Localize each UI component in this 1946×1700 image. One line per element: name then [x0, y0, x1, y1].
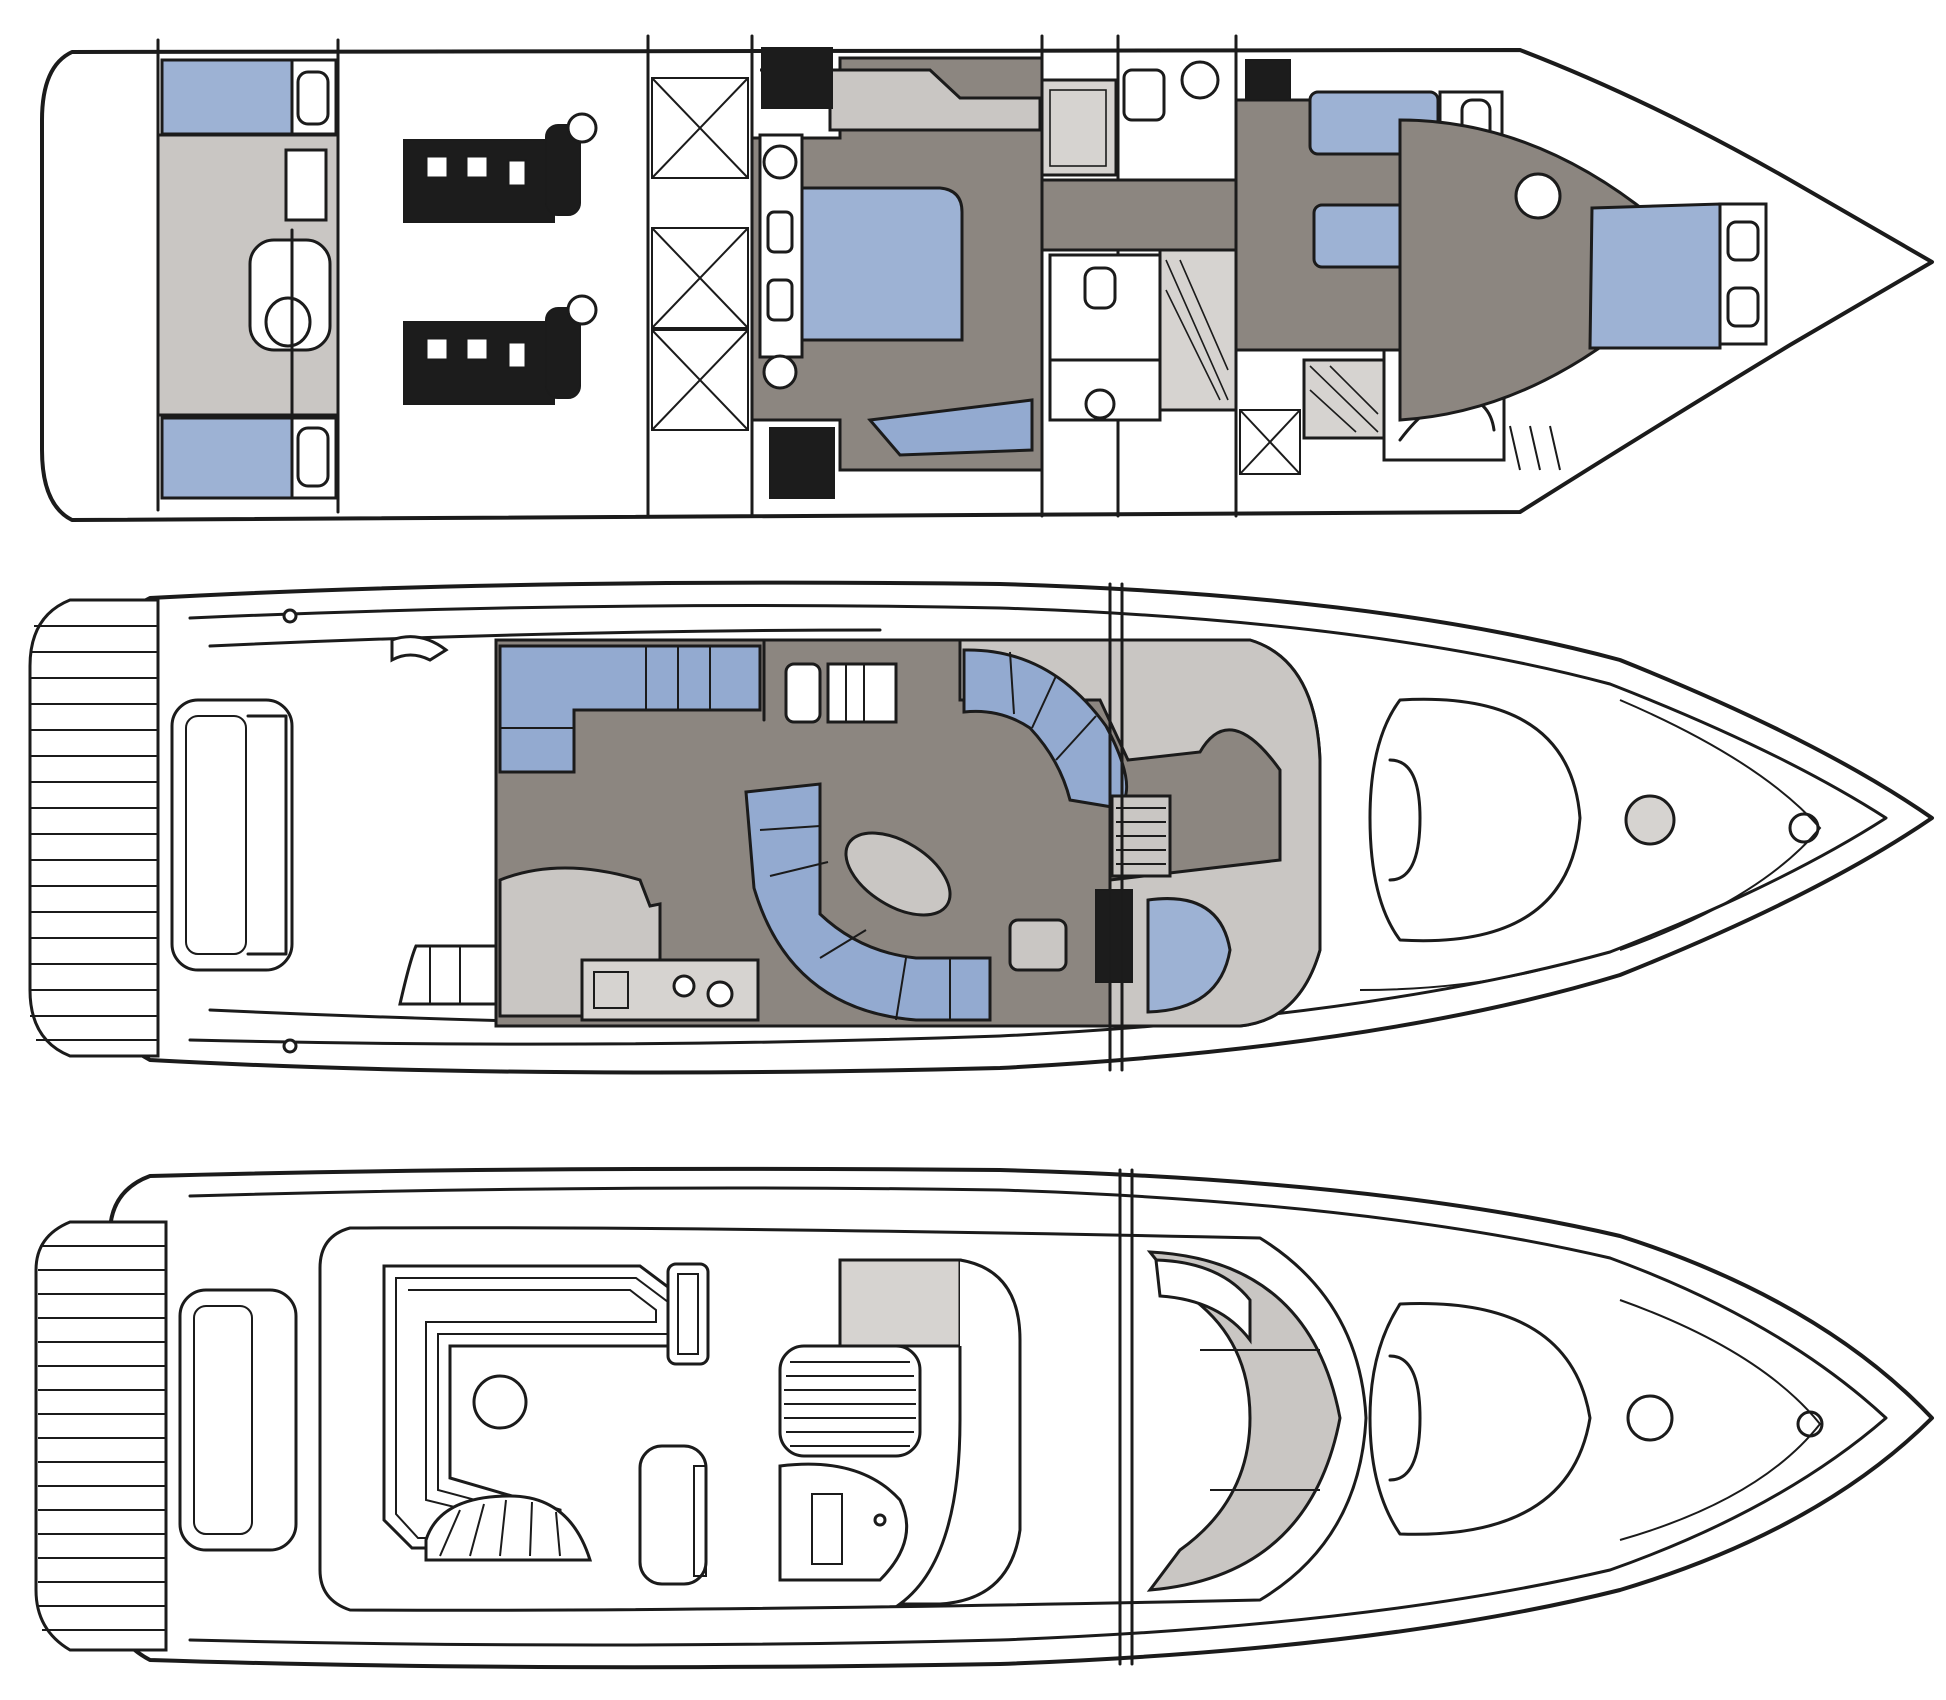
forward-vip-cabin: [1398, 118, 1768, 471]
saloon-table: [844, 831, 952, 917]
bow-sunpad: [1108, 582, 1822, 1072]
tank-bay: [651, 77, 749, 431]
crew-berth-top: [160, 58, 294, 136]
engine-room: [403, 112, 598, 405]
windscreen: [1146, 1250, 1342, 1592]
helm-station: [1008, 918, 1068, 972]
main-deck-plan: [28, 580, 1934, 1075]
saloon-curved-sofa: [744, 782, 992, 1022]
crew-berth-bottom: [160, 416, 294, 500]
flybridge-plan: [34, 1166, 1934, 1670]
swim-platform: [28, 598, 160, 1058]
flybridge-sunlounger: [778, 1344, 922, 1458]
flybridge-bow: [1118, 1168, 1824, 1666]
bow-anchor: [1788, 812, 1820, 844]
flybridge-table: [472, 1374, 528, 1430]
corridor: [1040, 59, 1301, 475]
aft-steps-port: [398, 944, 500, 1006]
aft-sofa: [498, 644, 762, 774]
saloon: [494, 638, 1322, 1028]
bow-hatch: [1624, 794, 1676, 846]
aft-cockpit: [170, 608, 500, 1054]
helm-seat: [1146, 897, 1232, 1014]
flybridge-cockpit-bench: [178, 1288, 298, 1552]
engine-bottom: [403, 294, 598, 405]
flybridge-deck: [318, 1226, 1368, 1612]
crew-toilet: [264, 296, 312, 348]
master-settee: [867, 398, 1034, 457]
flybridge-sunpad-grey: [838, 1258, 962, 1348]
flybridge-swim-platform: [34, 1220, 298, 1652]
engine-top: [403, 112, 598, 223]
vip-bed: [1588, 202, 1722, 350]
master-bed: [800, 186, 964, 342]
aft-crew-cabin: [156, 58, 340, 500]
flybridge-stairs: [424, 1494, 593, 1562]
lower-deck-plan: [40, 34, 1934, 522]
cockpit-bench: [170, 698, 294, 972]
flybridge-bow-anchor: [1796, 1410, 1824, 1438]
flybridge-bow-hatch: [1626, 1394, 1674, 1442]
master-cabin: [750, 47, 1044, 499]
